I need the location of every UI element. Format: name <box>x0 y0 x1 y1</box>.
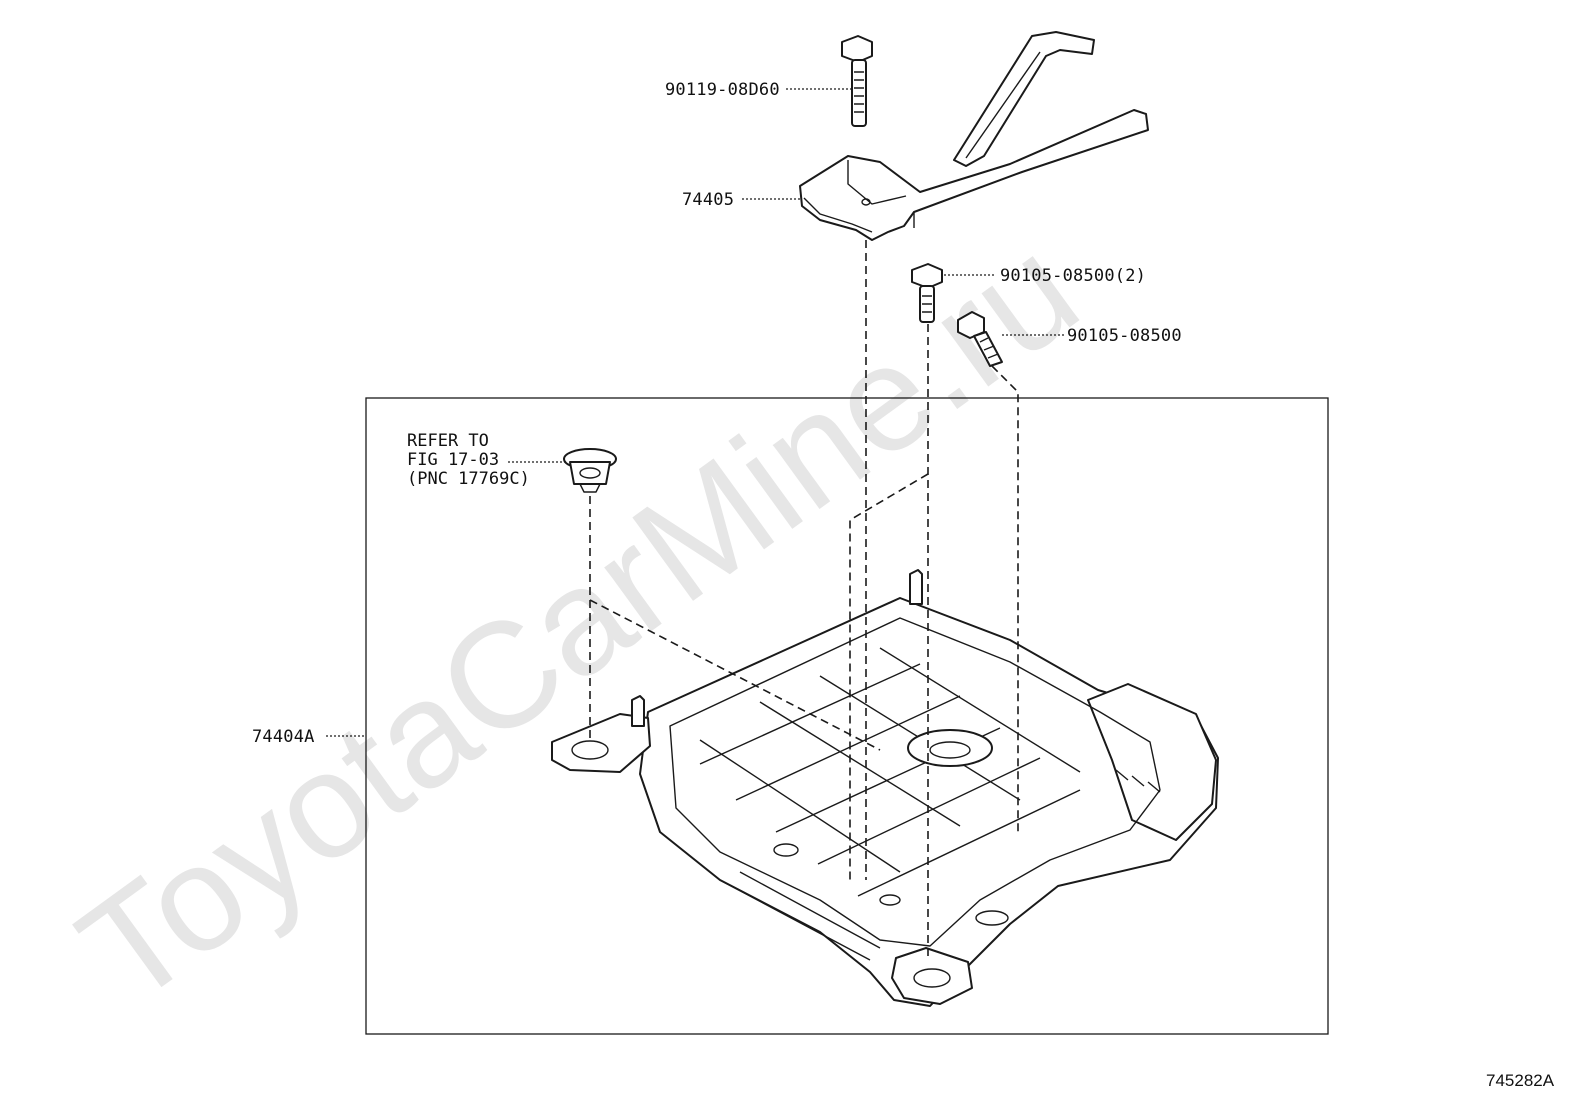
bracket-74405[interactable] <box>799 31 1149 241</box>
battery-tray-74404a[interactable] <box>551 569 1219 1007</box>
assembly-lines <box>589 240 1019 960</box>
callout-tray[interactable]: 74404A <box>252 727 315 747</box>
reference-line-2[interactable]: FIG 17-03 <box>407 450 499 470</box>
callout-bolt-top[interactable]: 90119-08D60 <box>665 80 780 100</box>
callout-bolt-pair[interactable]: 90105-08500(2) <box>1000 266 1146 286</box>
clip-fastener[interactable] <box>563 448 617 493</box>
reference-line-3: (PNC 17769C) <box>407 469 530 489</box>
bolt-90105-08500[interactable] <box>957 311 1003 367</box>
figure-id: 745282A <box>1486 1071 1555 1090</box>
assembly-frame <box>365 397 1329 1035</box>
callout-bolt-single[interactable]: 90105-08500 <box>1067 326 1182 346</box>
reference-line-1: REFER TO <box>407 431 489 451</box>
bolt-90105-08500-pair[interactable] <box>911 263 943 323</box>
bolt-90119-08d60[interactable] <box>841 35 873 127</box>
callout-bracket[interactable]: 74405 <box>682 190 734 210</box>
